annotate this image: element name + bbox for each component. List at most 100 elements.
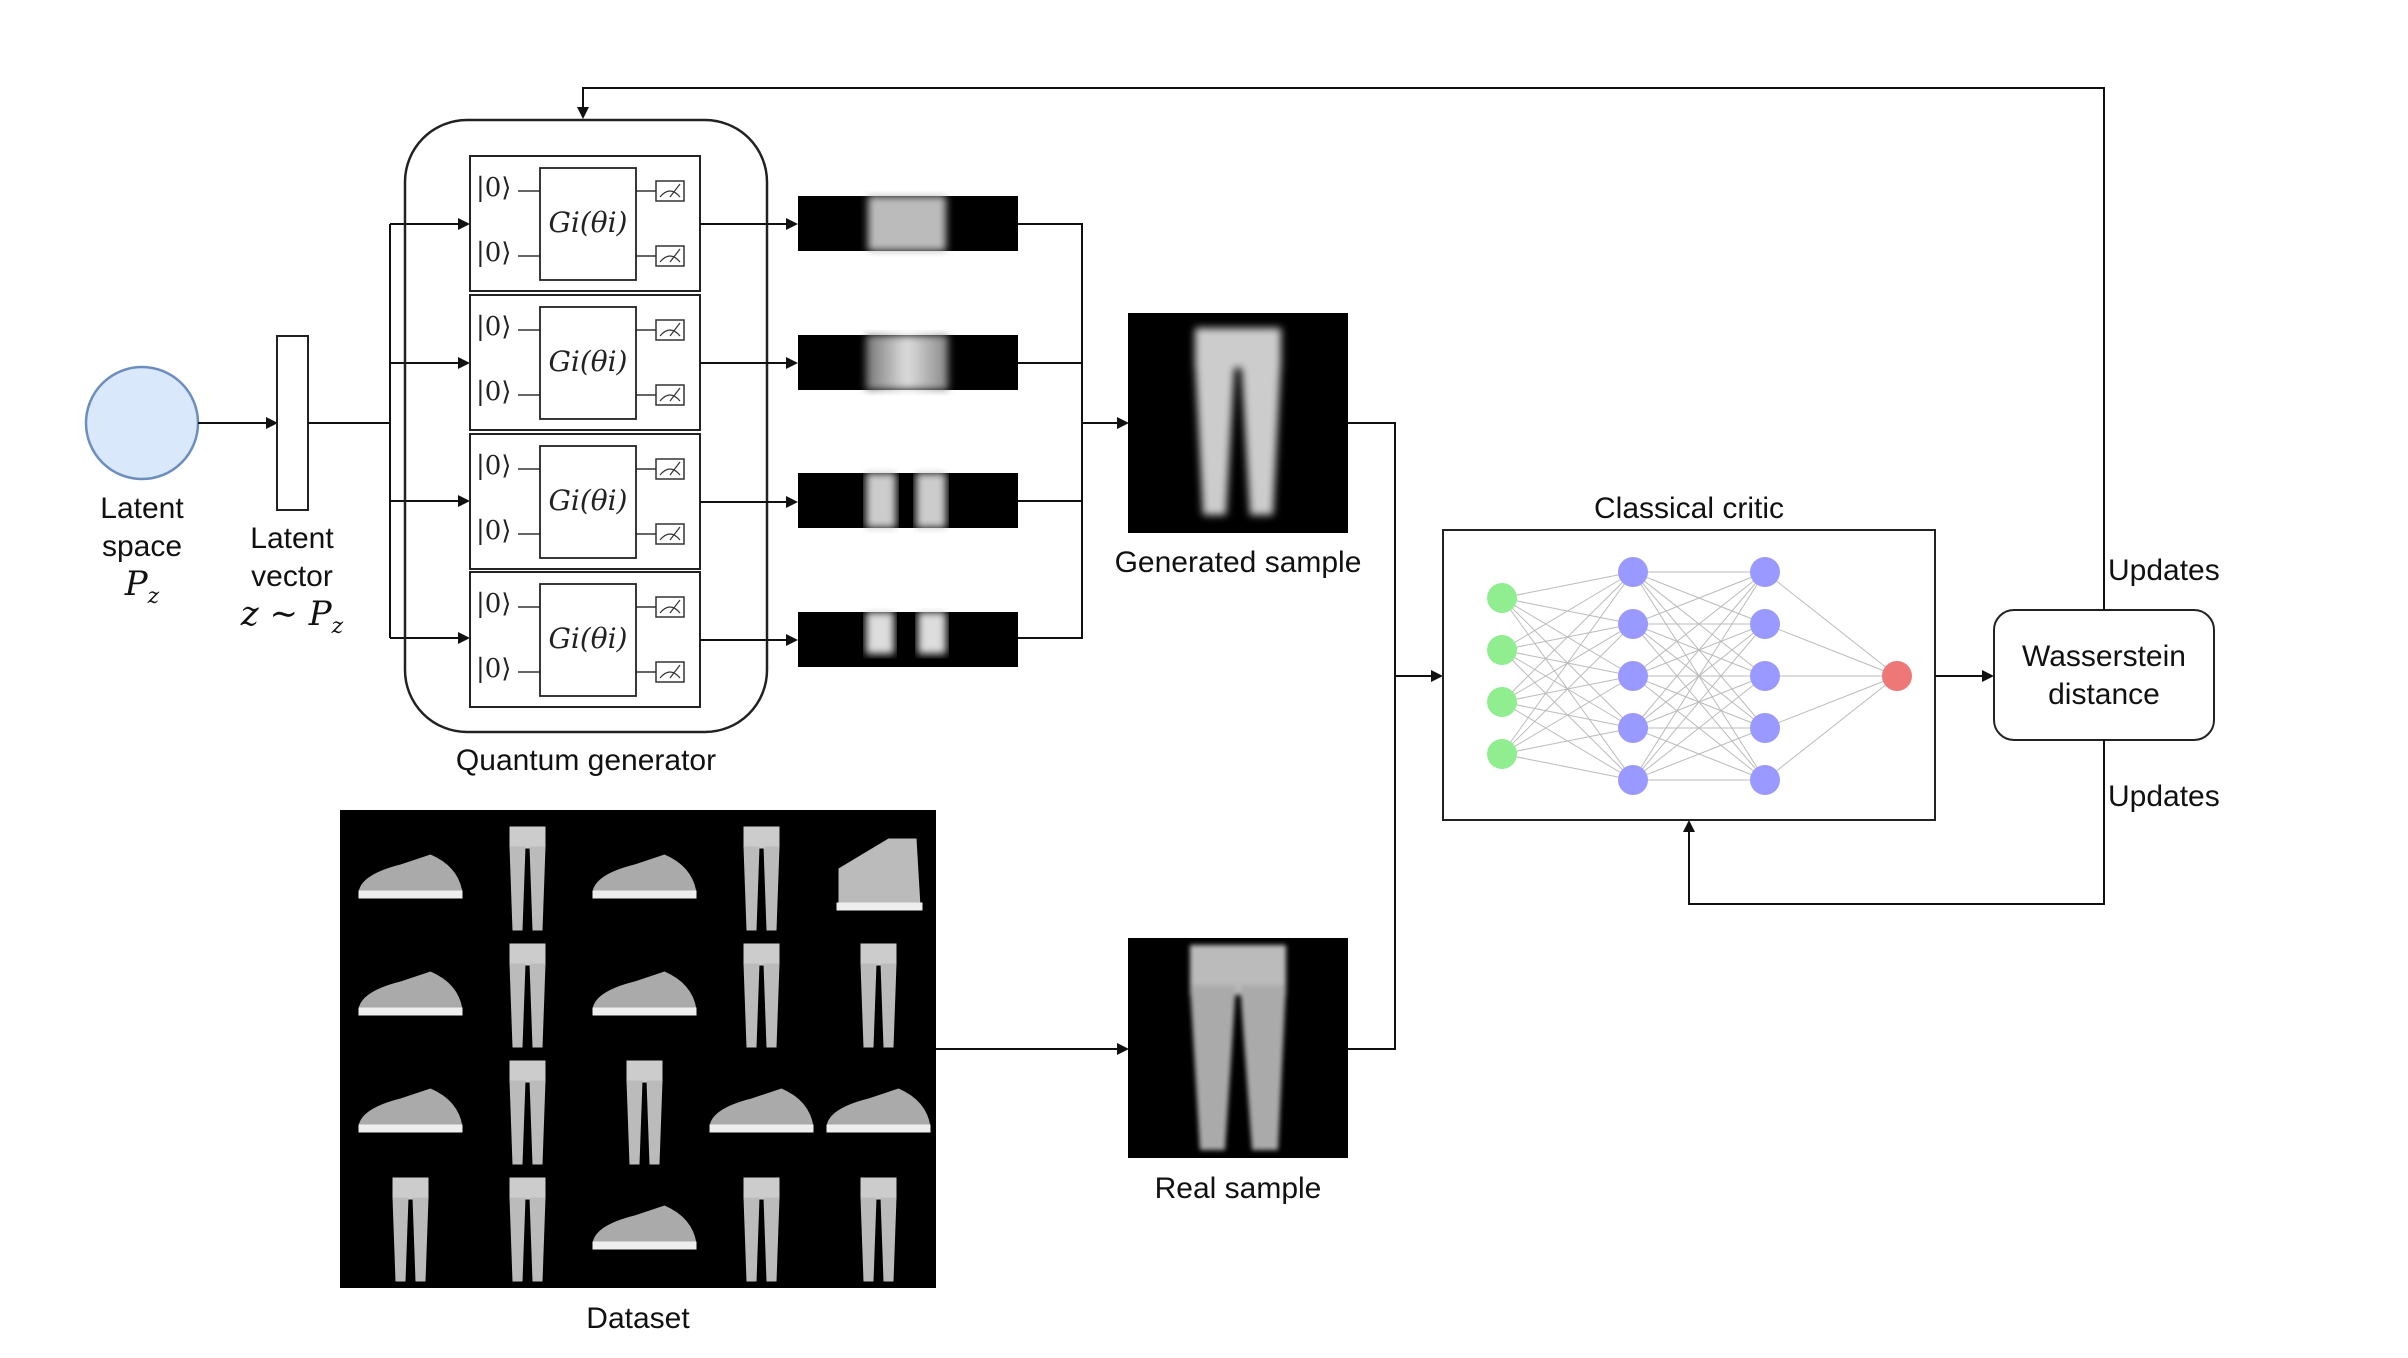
critic-nodes [1487,557,1912,795]
subgenerator-circuit-3 [469,433,701,570]
gate-box [539,167,637,281]
qubit-ket-label: |0⟩ [476,516,512,546]
dataset-item-trouser [392,1177,429,1282]
gate-label: Gi(θi) [548,484,628,517]
critic-edge [1501,571,1634,755]
critic-edge [1632,675,1766,781]
critic-edge [1632,727,1766,781]
critic-edge [1501,571,1634,651]
dataset-item-sneaker [592,1205,697,1250]
dataset-item-sneaker [826,1088,931,1133]
critic-edge [1501,675,1634,755]
generated-sample-image [1128,313,1348,533]
quantum-generator-container [403,118,769,734]
critic-edge [1501,623,1634,755]
measure-icon [655,523,685,545]
critic-edges [1501,571,1898,781]
patch-merge-line [1018,223,1083,639]
generated-patch-1 [798,196,1018,251]
critic-input-node [1487,687,1517,717]
wasserstein-line1: Wasserstein [2022,640,2186,673]
critic-hidden-node [1618,713,1648,743]
critic-edge [1501,727,1634,755]
measure-icon [655,180,685,202]
latent-space-symbol: Pz [124,564,160,609]
real-sample-label: Real sample [1154,1172,1322,1205]
latent-space-node [84,365,200,481]
critic-hidden-node [1618,661,1648,691]
dataset-item-sneaker [592,971,697,1016]
critic-edge [1632,571,1766,625]
dataset-item-sneaker [358,1088,463,1133]
dataset-item-sneaker [592,854,697,899]
critic-input-node [1487,739,1517,769]
updates-bottom-label: Updates [2108,780,2220,813]
dataset-item-trouser [743,1177,780,1282]
critic-box [1442,529,1936,821]
critic-edge [1632,623,1766,781]
critic-hidden-node [1618,765,1648,795]
critic-edge [1764,571,1898,677]
critic-hidden-node [1750,557,1780,587]
critic-edge [1632,571,1766,677]
real-sample-image [1128,938,1348,1158]
measure-icon [655,458,685,480]
qubit-ket-label: |0⟩ [476,654,512,684]
critic-hidden-node [1750,713,1780,743]
generated-sample-label: Generated sample [1114,546,1362,579]
critic-hidden-node [1750,609,1780,639]
critic-edge [1501,571,1634,599]
critic-edge [1501,753,1634,781]
dataset-item-trouser [743,826,780,931]
dataset-item-sneaker [709,1088,814,1133]
updates-critic-loop [1683,740,2105,905]
gate-label: Gi(θi) [548,345,628,378]
latent-space-line2: space [101,530,183,563]
dataset-item-trouser [509,826,546,931]
qubit-ket-label: |0⟩ [476,238,512,268]
subgenerator-circuit-4 [469,571,701,708]
dataset-item-sneaker [358,971,463,1016]
dataset-item-trouser [509,1177,546,1282]
latent-vector-line1: Latent [250,522,334,555]
critic-label: Classical critic [1593,492,1785,525]
measure-icon [655,245,685,267]
qubit-ket-label: |0⟩ [476,312,512,342]
latent-vector-label: Latent vector z ∼ Pz [222,520,362,645]
critic-hidden-node [1750,765,1780,795]
subgenerator-circuit-1 [469,155,701,292]
critic-hidden-node [1750,661,1780,691]
critic-output-node [1882,661,1912,691]
qubit-ket-label: |0⟩ [476,451,512,481]
measure-icon [655,596,685,618]
measure-icon [655,319,685,341]
dataset-item-trouser [860,943,897,1048]
critic-input-node [1487,635,1517,665]
gate-label: Gi(θi) [548,206,628,239]
critic-edge [1632,571,1766,729]
dataset-label: Dataset [586,1302,690,1335]
subgenerator-circuit-2 [469,294,701,431]
critic-edge [1764,675,1898,729]
critic-edge [1501,571,1634,703]
measure-icon [655,384,685,406]
generated-patch-4 [798,612,1018,667]
gate-label: Gi(θi) [548,622,628,655]
latent-vector-line2: vector [251,560,333,593]
quantum-generator-label: Quantum generator [455,744,717,777]
dataset-item-ankle-boot [836,838,923,911]
critic-edge [1632,571,1766,781]
wasserstein-label: Wasserstein distance [1994,638,2214,714]
gate-box [539,583,637,697]
critic-hidden-node [1618,609,1648,639]
dataset-item-trouser [860,1177,897,1282]
critic-edge [1764,675,1898,781]
latent-space-label: Latent space Pz [72,490,212,615]
latent-vector-symbol: z ∼ Pz [240,594,344,639]
measure-icon [655,661,685,683]
dataset-items [358,826,931,1282]
dataset-item-trouser [626,1060,663,1165]
updates-top-label: Updates [2108,554,2220,587]
latent-vector-bar [276,335,309,511]
